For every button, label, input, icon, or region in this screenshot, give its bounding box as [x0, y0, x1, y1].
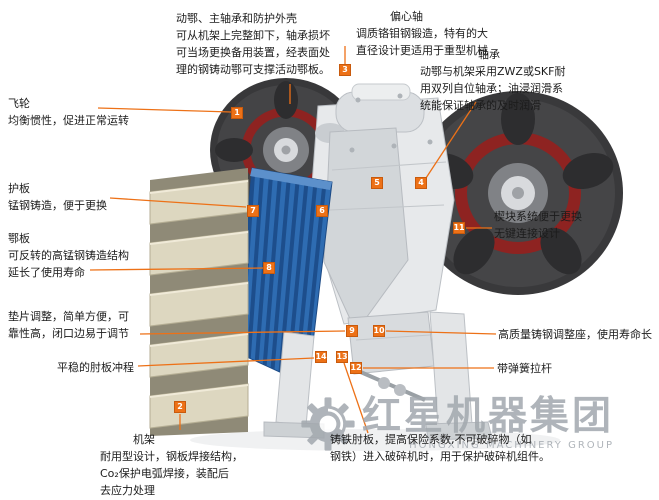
- label-flywheel: 飞轮 均衡惯性，促进正常运转: [8, 95, 129, 129]
- frame-stack: [149, 168, 249, 436]
- label-toggle-stroke: 平稳的肘板冲程: [57, 359, 134, 376]
- label-jaw-plate: 鄂板 可反转的高锰钢铸造结构 延长了使用寿命: [8, 230, 129, 281]
- label-line: 锰钢铸造，便于更换: [8, 199, 107, 212]
- label-line: 调质铬钼钢锻造，特有的大: [356, 27, 488, 40]
- label-bearing: 轴承 动鄂与机架采用ZWZ或SKF耐 用双列自位轴承；油浸润滑系 统能保证轴承的…: [420, 46, 565, 114]
- machine-body: [309, 83, 455, 333]
- label-line: 动鄂与机架采用ZWZ或SKF耐: [420, 65, 566, 78]
- label-title: 偏心轴: [390, 10, 423, 23]
- label-frame: 机架 耐用型设计，钢板焊接结构， Co₂保护电弧焊接，装配后 去应力处理: [100, 431, 243, 499]
- label-title: 护板: [8, 182, 30, 195]
- marker-3: 3: [339, 64, 351, 76]
- label-line: 铸铁肘板，提高保险系数,不可破碎物（如: [330, 433, 532, 446]
- label-line: 延长了使用寿命: [8, 266, 85, 279]
- gear-logo-icon: [301, 397, 355, 451]
- label-line: 动鄂、主轴承和防护外壳: [176, 12, 297, 25]
- label-line: 垫片调整，简单方便，可: [8, 310, 129, 323]
- marker-6: 6: [316, 205, 328, 217]
- label-line: Co₂保护电弧焊接，装配后: [100, 467, 229, 480]
- marker-13: 13: [336, 351, 348, 363]
- label-title: 飞轮: [8, 97, 30, 110]
- label-title: 鄂板: [8, 232, 30, 245]
- label-line: 可当场更换备用装置，经表面处: [176, 46, 330, 59]
- marker-8: 8: [263, 262, 275, 274]
- label-line: 理的钢铸动鄂可支撑活动鄂板。: [176, 63, 330, 76]
- label-line: 楔块系统便于更换: [494, 210, 582, 223]
- machine-legs: [263, 311, 493, 441]
- label-line: 靠性高，闭口边易于调节: [8, 327, 129, 340]
- marker-4: 4: [415, 177, 427, 189]
- watermark-brand: 红星机器集团: [362, 394, 615, 439]
- marker-9: 9: [346, 325, 358, 337]
- label-line: 统能保证轴承的及时润滑: [420, 99, 541, 112]
- label-guard-plate: 护板 锰钢铸造，便于更换: [8, 180, 107, 214]
- label-toggle-plate: 铸铁肘板，提高保险系数,不可破碎物（如 钢铁）进入破碎机时，用于保护破碎机组件。: [330, 431, 550, 465]
- label-line: 均衡惯性，促进正常运转: [8, 114, 129, 127]
- label-moving-jaw: 动鄂、主轴承和防护外壳 可从机架上完整卸下，轴承损坏 可当场更换备用装置，经表面…: [176, 10, 330, 78]
- marker-1: 1: [231, 107, 243, 119]
- label-line: 钢铁）进入破碎机时，用于保护破碎机组件。: [330, 450, 550, 463]
- marker-5: 5: [371, 177, 383, 189]
- watermark-tagline: HONGXING MACHINERY GROUP: [409, 439, 615, 451]
- label-title: 机架: [133, 433, 155, 446]
- label-line: 无键连接设计: [494, 227, 560, 240]
- label-shim-adjustment: 垫片调整，简单方便，可 靠性高，闭口边易于调节: [8, 308, 129, 342]
- watermark: 红星机器集团 HONGXING MACHINERY GROUP: [300, 394, 615, 452]
- label-line: 高质量铸钢调整座，使用寿命长: [498, 328, 652, 341]
- label-line: 用双列自位轴承；油浸润滑系: [420, 82, 563, 95]
- label-spring-rod: 带弹簧拉杆: [497, 360, 552, 377]
- label-line: 带弹簧拉杆: [497, 362, 552, 375]
- marker-11: 11: [453, 222, 465, 234]
- leader-lines: [89, 46, 497, 434]
- label-line: 平稳的肘板冲程: [57, 361, 134, 374]
- marker-7: 7: [247, 205, 259, 217]
- label-eccentric-shaft: 偏心轴 调质铬钼钢锻造，特有的大 直径设计更适用于重型机械: [356, 8, 488, 59]
- label-line: 去应力处理: [100, 484, 155, 497]
- label-line: 可反转的高锰钢铸造结构: [8, 249, 129, 262]
- marker-10: 10: [373, 325, 385, 337]
- marker-12: 12: [350, 362, 362, 374]
- label-adjusting-seat: 高质量铸钢调整座，使用寿命长: [498, 326, 652, 343]
- label-line: 耐用型设计，钢板焊接结构，: [100, 450, 243, 463]
- marker-14: 14: [315, 351, 327, 363]
- label-wedge-system: 楔块系统便于更换 无键连接设计: [494, 208, 582, 242]
- right-flywheel: [413, 91, 623, 295]
- spring-tension-rod: [355, 368, 426, 402]
- marker-2: 2: [174, 401, 186, 413]
- label-title: 轴承: [478, 48, 500, 61]
- label-line: 直径设计更适用于重型机械: [356, 44, 488, 57]
- label-line: 可从机架上完整卸下，轴承损坏: [176, 29, 330, 42]
